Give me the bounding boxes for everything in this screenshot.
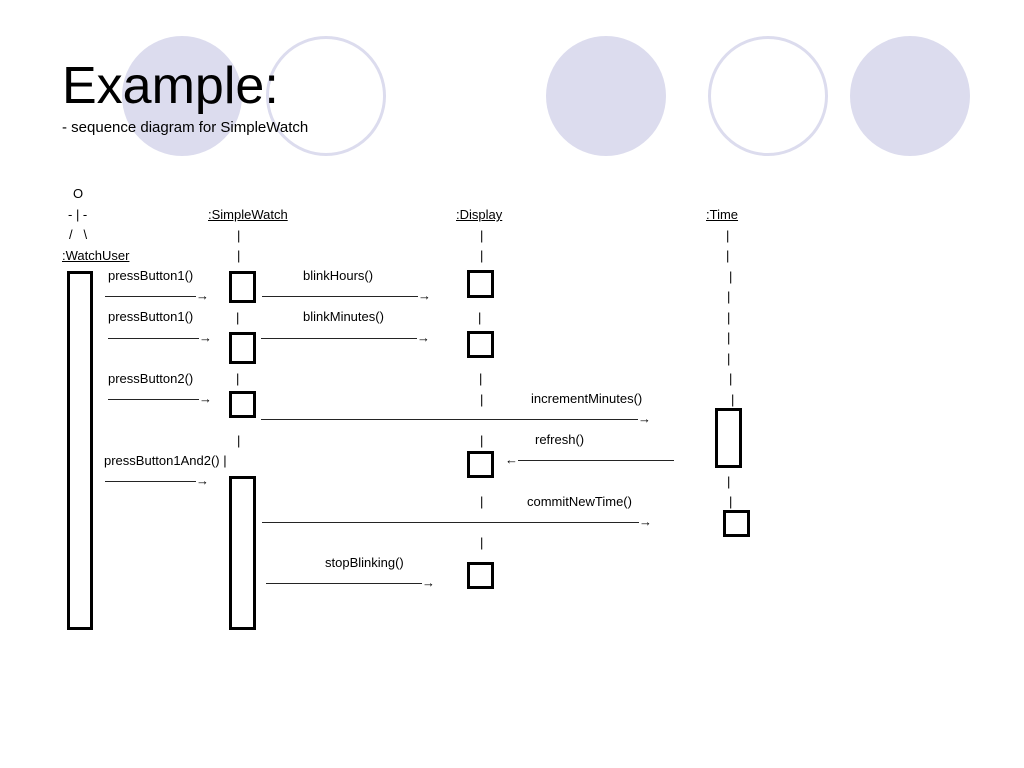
slide-subtitle: - sequence diagram for SimpleWatch [62,119,309,136]
actor-legs: / \ [69,227,88,242]
lifeline-mark: | [729,371,733,386]
message-arrow-return: ←———————————— [505,452,674,467]
lifeline-mark: | [480,228,484,243]
message-arrow: ———————→ [105,473,209,488]
message-label: commitNewTime() [527,494,632,509]
decor-circle-3 [546,36,666,156]
message-label: pressButton2() [108,371,194,386]
activation-time [715,408,742,468]
activation-simplewatch [229,332,256,364]
actor-body: - | - [68,207,88,222]
lifeline-mark: | [237,433,241,448]
message-arrow: ———————→ [105,288,209,303]
lifeline-mark: | [726,248,730,263]
lifeline-mark: | [726,228,730,243]
decor-circle-5 [850,36,970,156]
lifeline-mark: | [729,269,733,284]
message-label: refresh() [535,432,585,447]
activation-simplewatch [229,391,256,418]
message-arrow: ————————————→ [261,330,430,345]
lifeline-mark: | [480,248,484,263]
object-simplewatch: :SimpleWatch [208,207,288,222]
activation-simplewatch [229,271,256,303]
message-label: blinkHours() [303,268,374,283]
lifeline-mark: | [480,535,484,550]
object-time: :Time [706,207,739,222]
lifeline-mark: | [727,351,731,366]
decor-circle-2 [266,36,386,156]
activation-display [467,331,494,358]
actor-name: :WatchUser [62,248,130,263]
message-arrow: ————————————→ [262,288,431,303]
activation-display [467,451,494,478]
lifeline-mark: | [480,392,484,407]
activation-display [467,562,494,589]
lifeline-mark: | [236,310,240,325]
decor-circle-1 [122,36,242,156]
lifeline-mark: | [478,310,482,325]
lifeline-mark: | [236,371,240,386]
actor-head: O [73,186,84,201]
message-label: stopBlinking() [325,555,404,570]
lifeline-mark: | [727,330,731,345]
lifeline-mark: | [480,433,484,448]
activation-display [467,270,494,298]
message-label: incrementMinutes() [531,391,643,406]
object-display: :Display [456,207,503,222]
lifeline-mark: | [727,310,731,325]
lifeline-mark: | [480,494,484,509]
message-arrow: ———————→ [108,330,212,345]
lifeline-mark: | [731,392,735,407]
message-arrow: ————————————→ [266,575,435,590]
lifeline-mark: | [237,228,241,243]
lifeline-mark: | [727,289,731,304]
slide-title: Example: [62,57,279,115]
lifeline-mark: | [727,474,731,489]
decor-circle-4 [708,36,828,156]
message-arrow: —————————————————————————————→ [262,514,652,529]
message-label: pressButton1() [108,309,194,324]
message-label: pressButton1() [108,268,194,283]
lifeline-mark: | [479,371,483,386]
message-arrow: —————————————————————————————→ [261,411,651,426]
lifeline-mark: | [237,248,241,263]
activation-time [723,510,750,537]
activation-simplewatch [229,476,256,630]
message-label: pressButton1And2() | [104,453,227,468]
activation-watchuser [67,271,93,630]
lifeline-mark: | [729,494,733,509]
message-label: blinkMinutes() [303,309,384,324]
message-arrow: ———————→ [108,391,212,406]
